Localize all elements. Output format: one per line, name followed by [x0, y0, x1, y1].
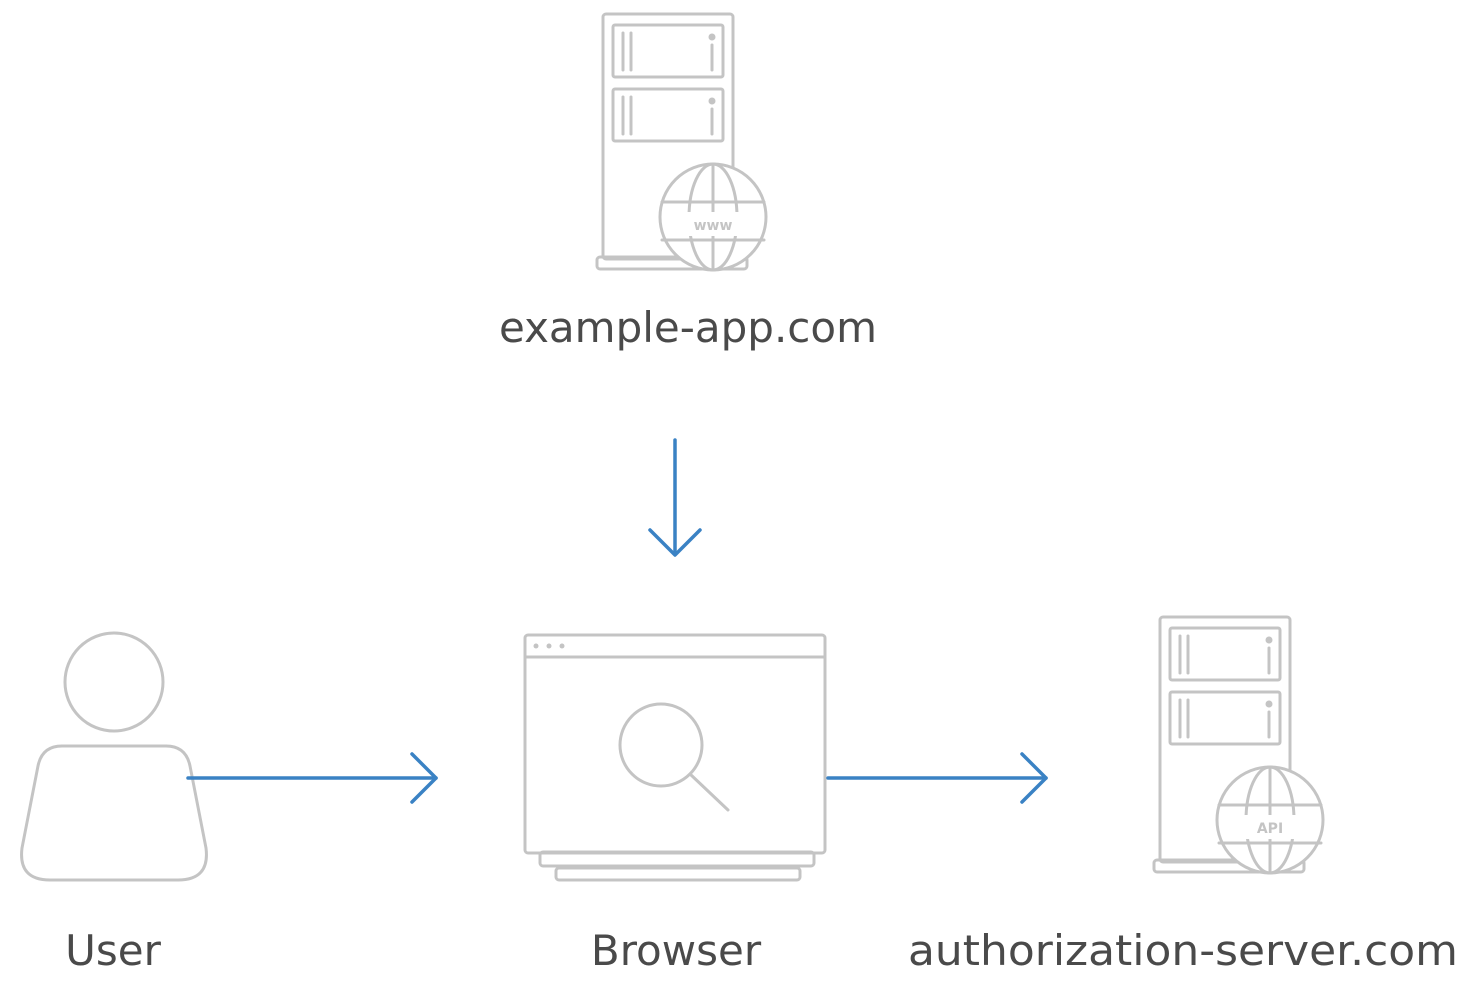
globe-badge-text: www: [694, 218, 733, 234]
browser-window-icon: [523, 633, 827, 882]
globe-icon: API: [1215, 765, 1325, 875]
browser-label: Browser: [591, 926, 762, 975]
web-server-icon: www: [595, 12, 768, 272]
search-icon: [618, 702, 730, 812]
user-label: User: [65, 926, 161, 975]
globe-icon: www: [658, 162, 768, 272]
arrow-browser-to-auth-server: [826, 752, 1048, 804]
auth-server-label: authorization-server.com: [908, 926, 1458, 975]
globe-badge-text: API: [1257, 821, 1283, 837]
api-server-icon: API: [1152, 615, 1325, 875]
app-server-label: example-app.com: [499, 303, 877, 352]
arrow-user-to-browser: [186, 752, 438, 804]
user-icon: [20, 631, 208, 882]
arrow-app-to-browser: [648, 438, 702, 557]
